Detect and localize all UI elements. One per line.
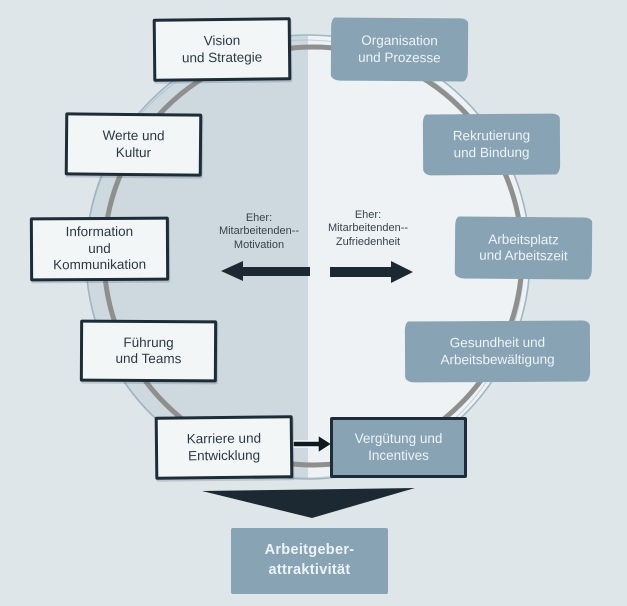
motivation-arrow-icon — [221, 261, 310, 281]
down-arrow-icon — [202, 488, 415, 518]
connector-arrow-icon — [292, 433, 334, 455]
box-rekrutierung-bindung: Rekrutierung und Bindung — [422, 113, 561, 176]
box-verguetung-incentives: Vergütung und Incentives — [330, 417, 467, 478]
box-werte-kultur: Werte und Kultur — [64, 112, 203, 177]
box-arbeitsplatz-arbeitszeit: Arbeitsplatz und Arbeitszeit — [454, 216, 593, 280]
center-zufriedenheit-label: Eher: Mitarbeitenden-- Zufriedenheit — [327, 209, 409, 248]
box-arbeitgeberattraktivitaet: Arbeitgeber- attraktivität — [231, 528, 388, 594]
center-motivation-label: Eher: Mitarbeitenden-- Motivation — [218, 212, 300, 251]
box-vision-strategie: Vision und Strategie — [152, 17, 292, 82]
box-information-kommunikation: Information und Kommunikation — [29, 216, 170, 282]
box-karriere-entwicklung: Karriere und Entwicklung — [154, 415, 294, 480]
zufriedenheit-arrow-icon — [330, 261, 413, 283]
box-fuehrung-teams: Führung und Teams — [79, 319, 218, 383]
box-gesundheit-arbeitsbewaeltigung: Gesundheit und Arbeitsbewältigung — [404, 320, 591, 383]
box-organisation-prozesse: Organisation und Prozesse — [330, 17, 469, 82]
